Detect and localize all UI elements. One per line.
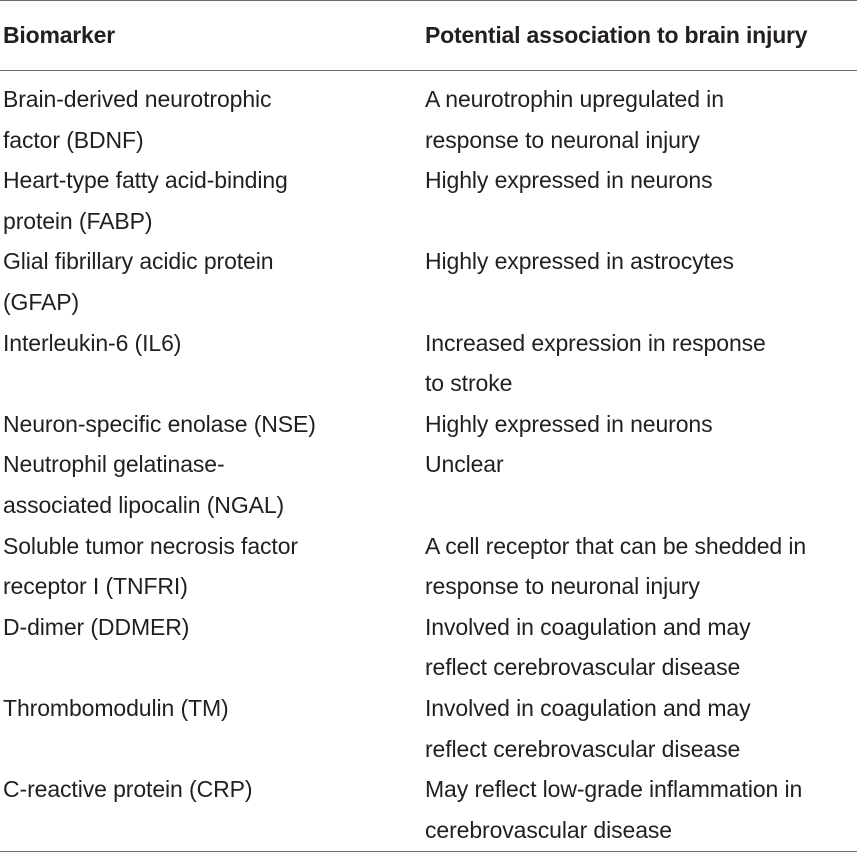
biomarker-cell: Soluble tumor necrosis factor receptor I … <box>0 526 425 607</box>
biomarker-cell: Thrombomodulin (TM) <box>0 688 425 729</box>
association-text: May reflect low-grade inflammation in <box>425 776 803 803</box>
association-text: Highly expressed in neurons <box>425 167 713 194</box>
association-text: Highly expressed in astrocytes <box>425 248 734 275</box>
biomarker-cell: D-dimer (DDMER) <box>0 607 425 648</box>
biomarker-text: factor (BDNF) <box>3 126 144 153</box>
association-text: reflect cerebrovascular disease <box>425 654 741 681</box>
biomarker-text: D-dimer (DDMER) <box>3 613 190 640</box>
top-rule <box>0 0 857 1</box>
biomarker-text: associated lipocalin (NGAL) <box>3 491 285 518</box>
association-cell: Highly expressed in neurons <box>425 160 857 201</box>
association-cell: Involved in coagulation and may reflect c… <box>425 607 857 688</box>
association-cell: Involved in coagulation and may reflect c… <box>425 688 857 769</box>
biomarker-text: Glial fibrillary acidic protein <box>3 248 274 275</box>
header-rule <box>0 70 857 71</box>
table-body: Brain-derived neurotrophic factor (BDNF) A… <box>0 71 857 850</box>
table-row: D-dimer (DDMER) Involved in coagulation a… <box>0 607 857 688</box>
association-cell: Highly expressed in astrocytes <box>425 241 857 282</box>
table-row: C-reactive protein (CRP) May reflect low-… <box>0 769 857 850</box>
association-text: Involved in coagulation and may <box>425 694 751 721</box>
table-row: Heart-type fatty acid-binding protein (FA… <box>0 160 857 241</box>
association-text: response to neuronal injury <box>425 573 700 600</box>
biomarker-text: Interleukin-6 (IL6) <box>3 329 182 356</box>
association-text: cerebrovascular disease <box>425 816 672 843</box>
biomarker-text: (GFAP) <box>3 288 80 315</box>
association-text: A cell receptor that can be shedded in <box>425 532 807 559</box>
biomarker-cell: Neuron-specific enolase (NSE) <box>0 404 425 445</box>
biomarker-text: receptor I (TNFRI) <box>3 573 188 600</box>
biomarker-text: Neuron-specific enolase (NSE) <box>3 410 316 437</box>
association-cell: May reflect low-grade inflammation in cer… <box>425 769 857 850</box>
bottom-rule <box>0 851 857 852</box>
table-row: Neutrophil gelatinase-associated lipocal… <box>0 444 857 525</box>
association-text: to stroke <box>425 370 513 397</box>
biomarker-text: protein (FABP) <box>3 207 153 234</box>
header-association: Potential association to brain injury <box>425 22 808 48</box>
table-row: Interleukin-6 (IL6) Increased expression … <box>0 323 857 404</box>
header-biomarker: Biomarker <box>3 22 115 48</box>
biomarker-cell: Glial fibrillary acidic protein (GFAP) <box>0 241 425 322</box>
biomarker-text: Neutrophil gelatinase- <box>3 451 225 478</box>
biomarker-cell: Brain-derived neurotrophic factor (BDNF) <box>0 79 425 160</box>
biomarker-text: Soluble tumor necrosis factor <box>3 532 298 559</box>
table-header: Biomarker Potential association to brain… <box>0 1 857 70</box>
association-text: Involved in coagulation and may <box>425 613 751 640</box>
table-row: Glial fibrillary acidic protein (GFAP) Hig… <box>0 241 857 322</box>
association-text: Increased expression in response <box>425 329 766 356</box>
table-row: Thrombomodulin (TM) Involved in coagulati… <box>0 688 857 769</box>
association-cell: A cell receptor that can be shedded in re… <box>425 526 857 607</box>
association-text: reflect cerebrovascular disease <box>425 735 741 762</box>
biomarker-text: Heart-type fatty acid-binding <box>3 167 288 194</box>
biomarker-cell: Interleukin-6 (IL6) <box>0 323 425 364</box>
table-row: Neuron-specific enolase (NSE) Highly expr… <box>0 404 857 445</box>
association-text: A neurotrophin upregulated in <box>425 86 724 112</box>
biomarker-text: Thrombomodulin (TM) <box>3 694 229 721</box>
association-cell: A neurotrophin upregulated in response to… <box>425 79 857 160</box>
association-cell: Unclear <box>425 444 857 485</box>
biomarker-text: Brain-derived neurotrophic <box>3 86 272 112</box>
biomarker-cell: Heart-type fatty acid-binding protein (FA… <box>0 160 425 241</box>
association-text: Unclear <box>425 451 504 478</box>
table-row: Soluble tumor necrosis factor receptor I … <box>0 526 857 607</box>
association-cell: Highly expressed in neurons <box>425 404 857 445</box>
biomarker-text: C-reactive protein (CRP) <box>3 776 253 803</box>
biomarker-cell: C-reactive protein (CRP) <box>0 769 425 810</box>
association-cell: Increased expression in response to strok… <box>425 323 857 404</box>
association-text: response to neuronal injury <box>425 126 700 153</box>
table-row: Brain-derived neurotrophic factor (BDNF) A… <box>0 79 857 160</box>
biomarker-cell: Neutrophil gelatinase-associated lipocal… <box>0 444 425 525</box>
association-text: Highly expressed in neurons <box>425 410 713 437</box>
